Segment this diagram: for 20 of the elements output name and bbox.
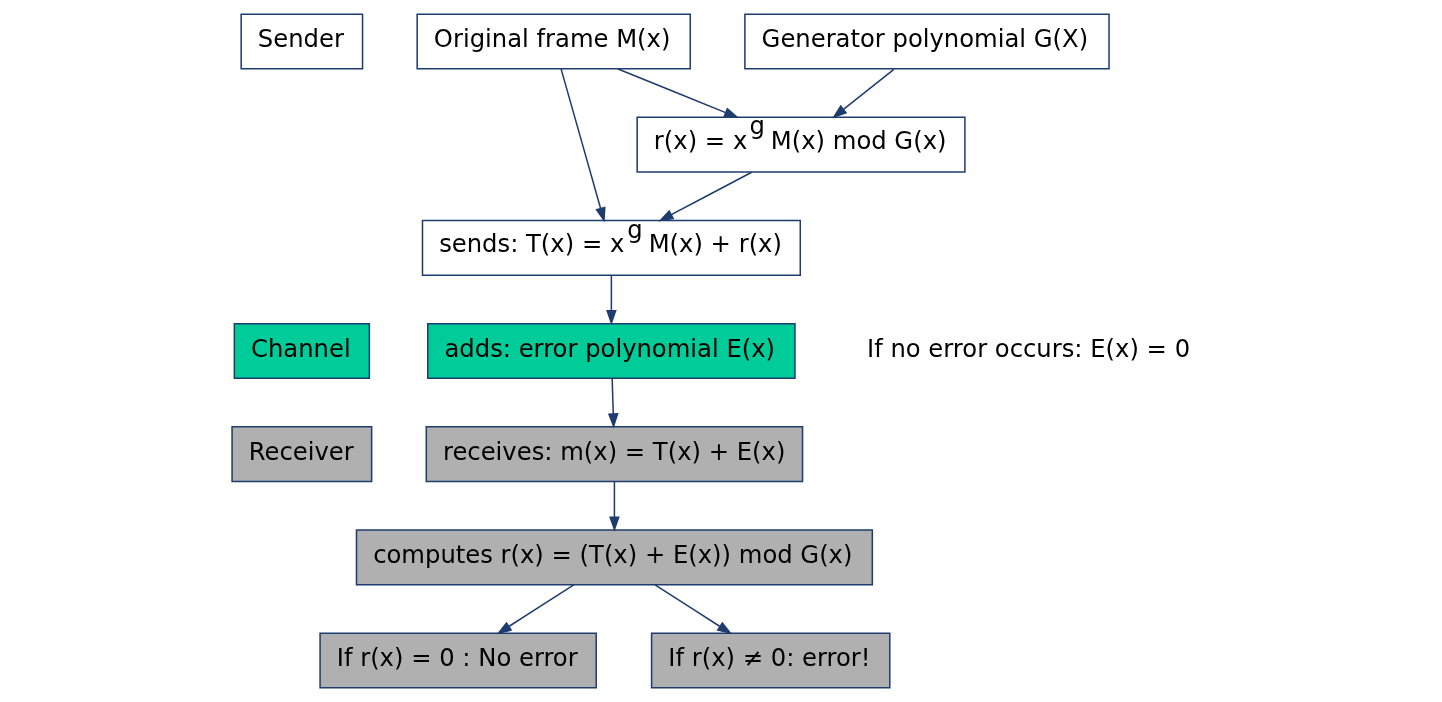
- node-box: Original frame M(x): [416, 13, 692, 70]
- node-box: adds: error polynomial E(x): [427, 322, 796, 380]
- label: If no error occurs: E(x) = 0: [867, 333, 1191, 363]
- node-box: Channel: [233, 322, 371, 380]
- arrow: [496, 584, 575, 635]
- arrow: [654, 584, 733, 635]
- arrow: [560, 68, 606, 223]
- node-box: Sender: [240, 13, 364, 70]
- arrow: [658, 171, 753, 222]
- node-box: receives: m(x) = T(x) + E(x): [425, 426, 804, 483]
- arrow: [607, 378, 619, 429]
- arrow: [617, 68, 740, 119]
- node-box: If r(x) = 0 : No error: [319, 632, 597, 689]
- arrow: [609, 481, 620, 532]
- arrow: [606, 274, 617, 326]
- node-box: computes r(x) = (T(x) + E(x)) mod G(x): [355, 529, 874, 586]
- node-box: Generator polynomial G(X): [744, 13, 1110, 70]
- node-box: Receiver: [231, 426, 373, 483]
- arrow: [832, 68, 895, 119]
- node-box: If r(x) ≠ 0: error!: [650, 632, 891, 689]
